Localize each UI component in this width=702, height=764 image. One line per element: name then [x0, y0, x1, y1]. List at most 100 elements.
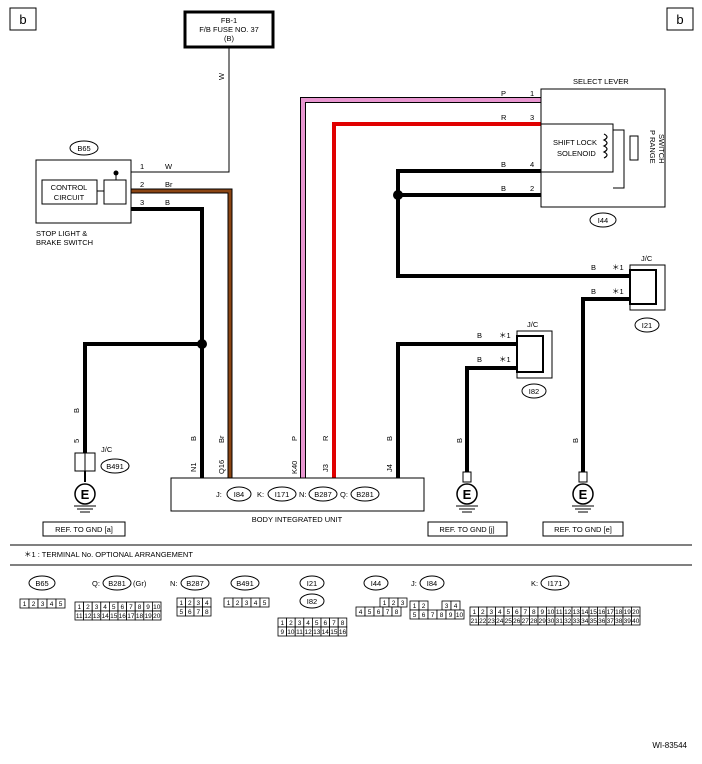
- b281-pin-number: 5: [112, 604, 116, 611]
- i44-pin-number: 8: [395, 609, 399, 616]
- i171-pin-number: 36: [598, 618, 606, 625]
- bcm-terminal-labels: B N1 Br Q16 P K40 R J3 B J4: [189, 435, 394, 474]
- svg-text:P RANGE: P RANGE: [648, 130, 657, 164]
- i84-pin-number: 10: [456, 612, 464, 619]
- svg-text:B65: B65: [35, 579, 48, 588]
- wire-br: [130, 188, 233, 478]
- i171-pin-number: 14: [581, 609, 589, 616]
- svg-text:F/B FUSE NO. 37: F/B FUSE NO. 37: [199, 25, 259, 34]
- svg-text:N:: N:: [299, 490, 307, 499]
- i171-pin-number: 5: [506, 609, 510, 616]
- svg-text:1: 1: [140, 162, 144, 171]
- i171-pin-number: 23: [488, 618, 496, 625]
- svg-text:E: E: [463, 487, 472, 502]
- svg-text:BODY INTEGRATED UNIT: BODY INTEGRATED UNIT: [252, 515, 343, 524]
- i84-pin-number: 1: [413, 603, 417, 610]
- page-mark-left: b: [9, 7, 37, 31]
- wire-b-n1: [130, 207, 204, 478]
- i171-pin-number: 26: [513, 618, 521, 625]
- svg-text:SOLENOID: SOLENOID: [557, 149, 596, 158]
- i44-pin-number: 3: [401, 600, 405, 607]
- i82-pin-number: 4: [306, 620, 310, 627]
- i44-pin-number: 5: [368, 609, 372, 616]
- i171-pin-number: 29: [539, 618, 547, 625]
- i82-pin-number: 8: [341, 620, 345, 627]
- i44-pin-number: 2: [392, 600, 396, 607]
- svg-text:K:: K:: [531, 579, 538, 588]
- svg-text:I82: I82: [529, 387, 539, 396]
- svg-text:B287: B287: [186, 579, 204, 588]
- i44-pin-cell: [391, 606, 402, 617]
- i171-pin-number: 30: [547, 618, 555, 625]
- svg-text:B: B: [477, 331, 482, 340]
- svg-text:R: R: [501, 113, 507, 122]
- i171-pin-number: 16: [598, 609, 606, 616]
- i171-pin-number: 19: [624, 609, 632, 616]
- svg-text:J3: J3: [321, 464, 330, 472]
- svg-text:3: 3: [530, 113, 534, 122]
- diagram-id: WI-83544: [652, 741, 687, 750]
- b491-pin-number: 5: [263, 600, 267, 607]
- i171-pin-number: 21: [471, 618, 479, 625]
- svg-text:BRAKE SWITCH: BRAKE SWITCH: [36, 238, 93, 247]
- b287-pin-number: 3: [196, 600, 200, 607]
- svg-text:FB-1: FB-1: [221, 16, 237, 25]
- svg-text:I84: I84: [234, 490, 244, 499]
- i44-pin-number: 1: [383, 600, 387, 607]
- svg-text:J/C: J/C: [641, 254, 653, 263]
- b287-pin-number: 8: [205, 609, 209, 616]
- page-mark-right: b: [666, 7, 694, 31]
- svg-text:B491: B491: [236, 579, 254, 588]
- i171-pin-number: 3: [489, 609, 493, 616]
- b281-pin-number: 19: [144, 613, 152, 620]
- i171-pin-number: 37: [607, 618, 615, 625]
- i171-pin-number: 35: [590, 618, 598, 625]
- svg-text:B: B: [591, 263, 596, 272]
- b281-pin-number: 10: [153, 604, 161, 611]
- svg-text:CIRCUIT: CIRCUIT: [54, 193, 85, 202]
- wire-r: [332, 122, 541, 478]
- svg-text:Br: Br: [217, 435, 226, 443]
- svg-text:B: B: [591, 287, 596, 296]
- i84-pin-number: 8: [440, 612, 444, 619]
- svg-text:B: B: [501, 160, 506, 169]
- svg-text:STOP LIGHT &: STOP LIGHT &: [36, 229, 87, 238]
- svg-text:＊1: ＊1: [499, 331, 511, 340]
- b281-pin-number: 1: [77, 604, 81, 611]
- i171-pin-number: 32: [564, 618, 572, 625]
- i171-pin-number: 4: [498, 609, 502, 616]
- svg-text:B: B: [477, 355, 482, 364]
- b65-pin-cell: [55, 598, 66, 609]
- svg-text:3: 3: [140, 198, 144, 207]
- i171-pin-number: 39: [624, 618, 632, 625]
- b65-pin-number: 4: [50, 601, 54, 608]
- i84-pin-number: 9: [449, 612, 453, 619]
- svg-text:2: 2: [140, 180, 144, 189]
- wire-w: [116, 47, 230, 173]
- ref-gnd-j: REF. TO GND [j]: [427, 521, 508, 537]
- b281-pin-number: 13: [93, 613, 101, 620]
- i171-pin-cell: [631, 615, 641, 626]
- svg-text:I171: I171: [548, 579, 563, 588]
- i82-pin-number: 1: [280, 620, 284, 627]
- i84-pin-number: 2: [422, 603, 426, 610]
- i82-pin-number: 12: [304, 629, 312, 636]
- i171-pin-number: 38: [615, 618, 623, 625]
- i44-pin-number: 4: [359, 609, 363, 616]
- svg-text:B: B: [385, 436, 394, 441]
- i44-pin-cell: [397, 597, 408, 608]
- i44-pin-number: 7: [386, 609, 390, 616]
- svg-text:SELECT LEVER: SELECT LEVER: [573, 77, 629, 86]
- b281-pin-number: 15: [110, 613, 118, 620]
- b65-pin-number: 2: [32, 601, 36, 608]
- svg-text:2: 2: [530, 184, 534, 193]
- i171-pin-number: 25: [505, 618, 513, 625]
- i171-pin-number: 18: [615, 609, 623, 616]
- i84-pin-number: 6: [422, 612, 426, 619]
